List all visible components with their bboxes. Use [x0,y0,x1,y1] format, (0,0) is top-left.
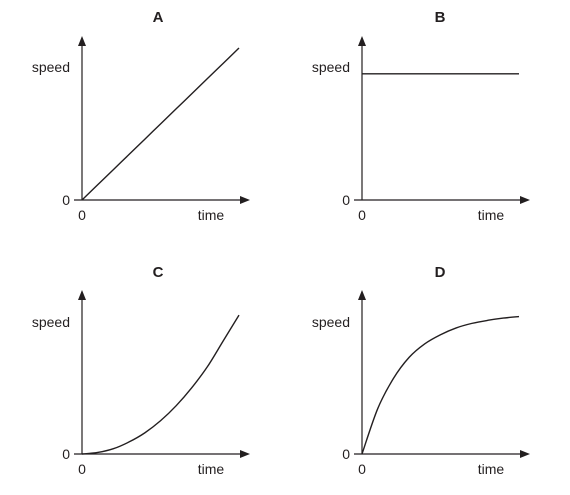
panel-title: A [153,9,164,26]
x-axis-arrow-icon [520,450,530,458]
x-tick-label: 0 [78,461,86,477]
x-axis-label: time [198,207,225,223]
x-axis-arrow-icon [520,196,530,204]
x-axis-label: time [478,461,505,477]
series-line-0 [81,314,240,455]
panel-title: C [153,264,164,281]
series-line-0 [81,47,240,201]
panel-title: D [435,264,446,281]
x-axis-label: time [198,461,225,477]
y-axis-arrow-icon [78,36,86,46]
x-tick-label: 0 [358,207,366,223]
y-tick-label: 0 [342,192,350,208]
y-axis-arrow-icon [358,290,366,300]
y-axis-label: speed [32,59,70,75]
y-tick-label: 0 [62,192,70,208]
y-axis-label: speed [312,59,350,75]
y-axis-arrow-icon [78,290,86,300]
y-axis-label: speed [312,314,350,330]
y-tick-label: 0 [62,446,70,462]
x-tick-label: 0 [78,207,86,223]
x-axis-label: time [478,207,505,223]
x-axis-arrow-icon [240,196,250,204]
x-axis-arrow-icon [240,450,250,458]
x-tick-label: 0 [358,461,366,477]
y-tick-label: 0 [342,446,350,462]
y-axis-arrow-icon [358,36,366,46]
series-line-0 [361,315,520,455]
y-axis-label: speed [32,314,70,330]
panel-title: B [435,9,446,26]
